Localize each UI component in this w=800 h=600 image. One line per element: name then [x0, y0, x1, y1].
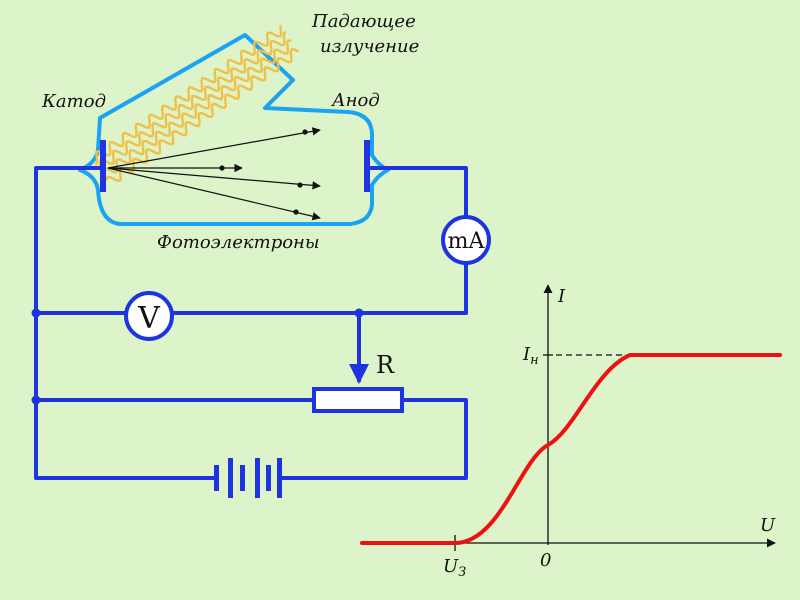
anode-label: Анод [330, 90, 380, 111]
saturation-current-sub: н [530, 353, 539, 368]
incident-radiation [95, 24, 299, 182]
cathode-label: Катод [41, 91, 106, 112]
radiation-wave [105, 48, 299, 182]
battery [214, 458, 282, 498]
circuit-wires [31, 166, 468, 480]
stopping-voltage-sub: З [458, 565, 466, 580]
stopping-voltage-label: UЗ [443, 556, 466, 580]
voltmeter-label: V [137, 301, 161, 336]
radiation-label-line1: Падающее [311, 11, 416, 32]
tube-envelope [78, 33, 390, 226]
voltmeter: V [124, 291, 174, 341]
radiation-label-line2: излучение [320, 36, 419, 57]
saturation-current-label: Iн [522, 344, 539, 368]
cathode-plate [100, 140, 106, 192]
photoelectron-paths [107, 127, 321, 221]
stopping-voltage-main: U [443, 556, 459, 577]
radiation-wave [95, 24, 283, 166]
current-voltage-curve [360, 353, 782, 545]
photoelectrons-label: Фотоэлектроны [157, 232, 320, 253]
x-axis-label: U [760, 515, 776, 536]
iv-graph: I U 0 Iн UЗ [360, 284, 782, 580]
rheostat-label: R [376, 351, 395, 379]
saturation-current-main: I [522, 344, 531, 365]
rheostat [312, 387, 404, 413]
photo-tube [78, 33, 390, 226]
origin-label: 0 [540, 550, 551, 571]
milliammeter-label: mA [448, 229, 486, 254]
anode-plate [364, 140, 370, 192]
radiation-wave [102, 39, 292, 177]
milliammeter: mA [441, 215, 491, 265]
radiation-wave [98, 31, 286, 172]
y-axis-label: I [557, 286, 566, 307]
